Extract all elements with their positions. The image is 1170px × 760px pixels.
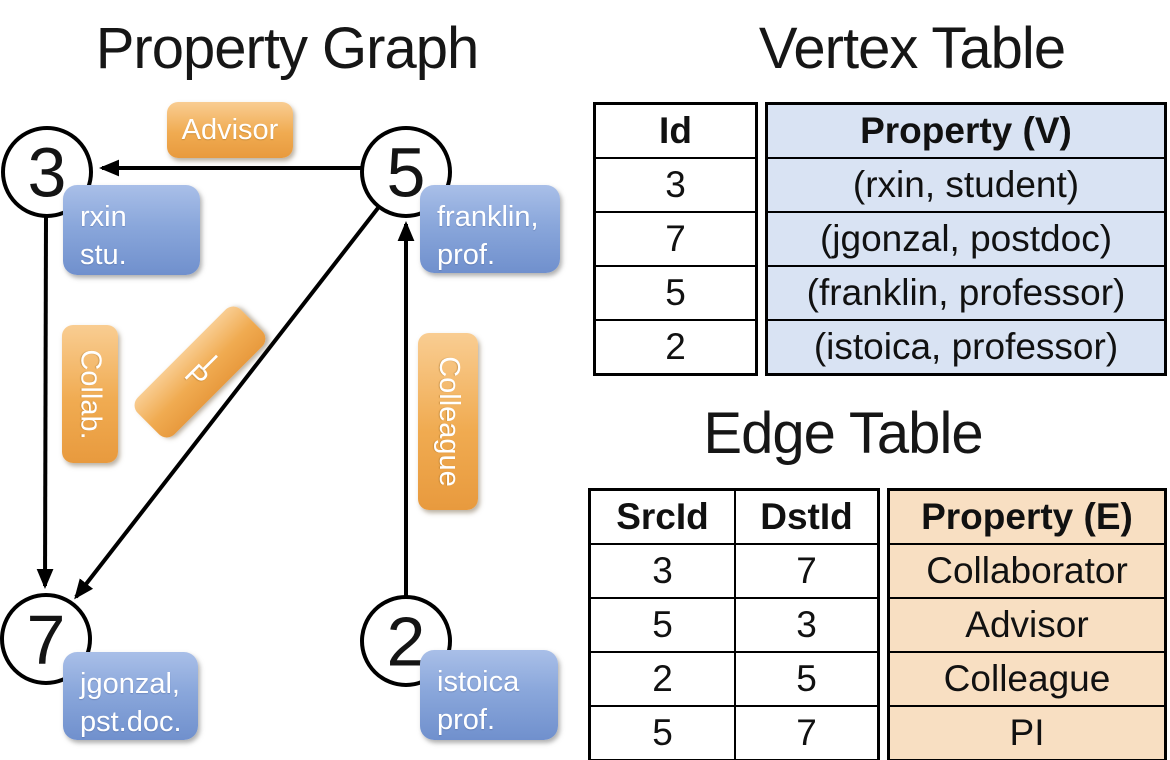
edge-srcid-cell: 3 [652, 550, 673, 591]
edge-label-advisor: Advisor [167, 102, 293, 158]
edge-table-title: Edge Table [703, 401, 983, 466]
node-2-number: 2 [386, 602, 426, 681]
vertex-property-header: Property (V) [768, 105, 1164, 157]
vertex-property-cell: (jgonzal, postdoc) [768, 211, 1164, 265]
edge-dstid-cell: 7 [734, 707, 877, 759]
vertex-label-line: jgonzal, [80, 668, 180, 700]
property-graph-title: Property Graph [95, 16, 480, 81]
edge-ids-header-row: SrcId DstId [591, 491, 877, 543]
node-5-number: 5 [386, 133, 426, 212]
edge-property-cell: Collaborator [890, 543, 1164, 597]
vertex-id-header: Id [659, 110, 692, 151]
edge-ids-row: 3 7 [591, 543, 877, 597]
edge-3-to-7 [36, 215, 54, 589]
vertex-table-title: Vertex Table [758, 16, 1066, 81]
vertex-label-line: stu. [80, 239, 127, 272]
vertex-label-jgonzal: jgonzal, pst.doc. [63, 652, 198, 740]
edge-ids-row: 2 5 [591, 651, 877, 705]
edge-dstid-cell: 3 [734, 599, 877, 651]
vertex-label-line: istoica [437, 666, 520, 698]
edge-property-subtable: Property (E) Collaborator Advisor Collea… [887, 488, 1167, 760]
edge-dstid-header: DstId [734, 491, 877, 543]
node-7-number: 7 [26, 600, 66, 679]
vertex-id-cell: 2 [596, 319, 755, 373]
vertex-label-line: franklin, [437, 201, 539, 233]
edge-srcid-header: SrcId [616, 496, 709, 537]
edge-property-cell: Colleague [890, 651, 1164, 705]
vertex-id-cell: 5 [596, 265, 755, 319]
vertex-property-cell: (rxin, student) [768, 157, 1164, 211]
edge-label-collab: Collab. [62, 325, 118, 463]
vertex-label-franklin: franklin, prof. [420, 185, 560, 273]
vertex-label-line: prof. [437, 239, 496, 272]
edge-dstid-cell: 5 [734, 653, 877, 705]
vertex-property-subtable: Property (V) (rxin, student) (jgonzal, p… [765, 102, 1167, 376]
edge-dstid-cell: 7 [734, 545, 877, 597]
vertex-label-istoica: istoica prof. [420, 650, 558, 740]
vertex-label-line: prof. [437, 704, 496, 737]
edge-label-colleague-text: Colleague [432, 356, 465, 487]
edge-ids-row: 5 7 [591, 705, 877, 759]
vertex-property-cell: (franklin, professor) [768, 265, 1164, 319]
vertex-id-cell: 3 [596, 157, 755, 211]
edge-label-colleague: Colleague [418, 333, 478, 510]
vertex-label-rxin: rxin stu. [63, 185, 200, 275]
edge-property-cell: Advisor [890, 597, 1164, 651]
vertex-id-cell: 7 [596, 211, 755, 265]
vertex-label-line: pst.doc. [80, 706, 182, 739]
edge-property-header: Property (E) [890, 491, 1164, 543]
edge-table: SrcId DstId 3 7 5 3 2 5 5 7 Property (E)… [588, 488, 1167, 760]
vertex-id-subtable: Id 3 7 5 2 [593, 102, 758, 376]
vertex-label-line: rxin [80, 201, 127, 233]
edge-srcid-cell: 2 [652, 658, 673, 699]
edge-srcid-cell: 5 [652, 604, 673, 645]
vertex-table: Id 3 7 5 2 Property (V) (rxin, student) … [593, 102, 1167, 376]
edge-ids-subtable: SrcId DstId 3 7 5 3 2 5 5 7 [588, 488, 880, 760]
edge-ids-row: 5 3 [591, 597, 877, 651]
edge-property-cell: PI [890, 705, 1164, 759]
vertex-property-cell: (istoica, professor) [768, 319, 1164, 373]
node-3-number: 3 [27, 133, 67, 212]
edge-label-collab-text: Collab. [74, 348, 107, 440]
edge-label-advisor-text: Advisor [181, 113, 279, 146]
edge-srcid-cell: 5 [652, 712, 673, 753]
